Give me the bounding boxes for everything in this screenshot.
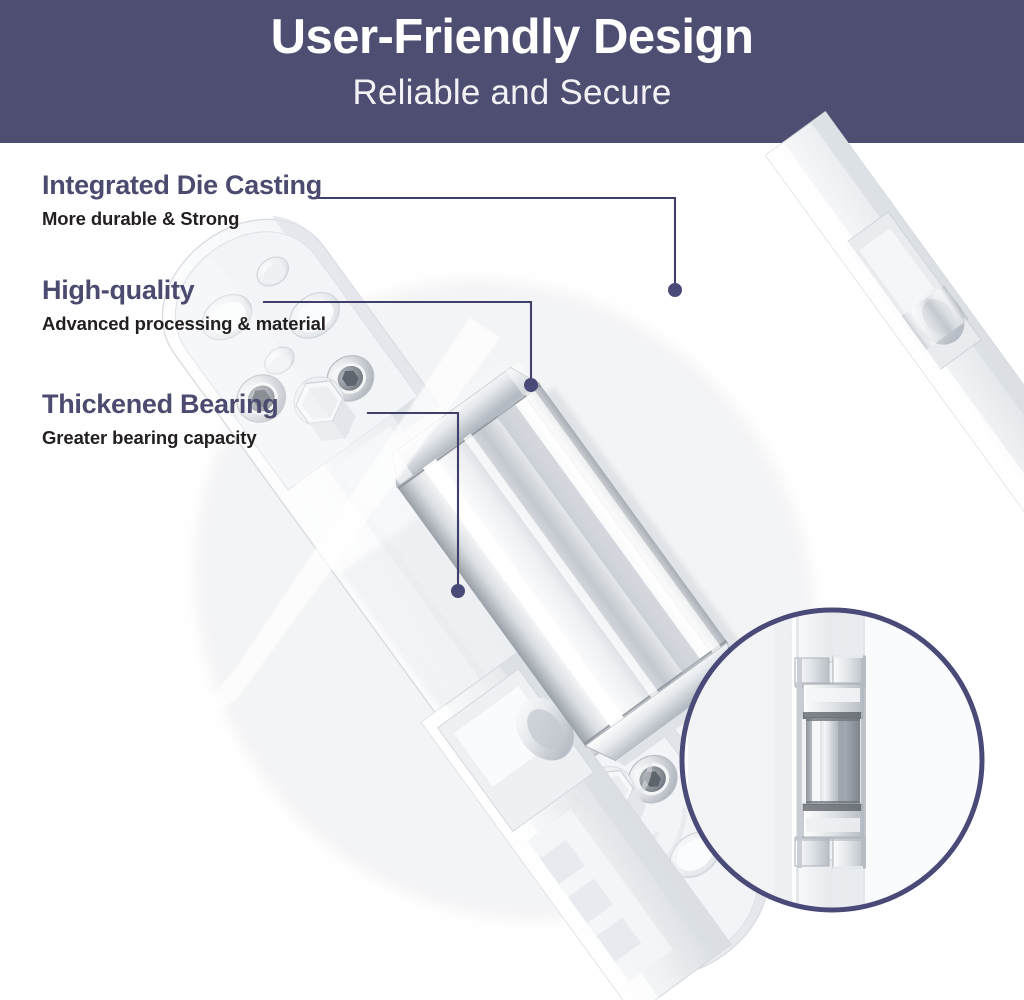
feature-callout-integrated-die-casting: Integrated Die Casting More durable & St… bbox=[42, 172, 322, 229]
feature-description: More durable & Strong bbox=[42, 208, 240, 229]
leader-dot-thickened-bearing bbox=[451, 584, 465, 598]
feature-callout-thickened-bearing: Thickened Bearing Greater bearing capaci… bbox=[42, 389, 279, 448]
inset-upper-collar bbox=[802, 683, 864, 719]
feature-description: Greater bearing capacity bbox=[42, 427, 257, 448]
body-highlight bbox=[186, 318, 500, 726]
frame-leaf bbox=[764, 110, 1024, 512]
leader-dot-high-quality bbox=[524, 378, 538, 392]
feature-title: Thickened Bearing bbox=[42, 389, 279, 419]
page-title: User-Friendly Design bbox=[270, 10, 754, 64]
leader-line-integrated-die-casting bbox=[310, 196, 682, 297]
inset-lower-bracket bbox=[794, 836, 866, 869]
page-subtitle: Reliable and Secure bbox=[352, 73, 672, 112]
leader-line-high-quality bbox=[262, 300, 538, 392]
inset-lower-collar bbox=[802, 803, 864, 839]
feature-title: High-quality bbox=[42, 275, 195, 305]
upper-mounting-plate bbox=[174, 231, 419, 491]
hex-socket-screws-upper bbox=[236, 355, 375, 442]
feature-description: Advanced processing & material bbox=[42, 313, 326, 334]
feature-title: Integrated Die Casting bbox=[42, 170, 322, 200]
leader-dot-integrated-die-casting bbox=[668, 283, 682, 297]
pivot-arm bbox=[420, 650, 733, 1000]
feature-callout-high-quality: High-quality Advanced processing & mater… bbox=[42, 277, 326, 334]
leader-line-thickened-bearing bbox=[366, 411, 465, 598]
inset-border-ring bbox=[679, 607, 985, 913]
header-banner: User-Friendly Design Reliable and Secure bbox=[0, 0, 1024, 143]
central-bearing-barrel bbox=[382, 361, 743, 767]
oval-screw-holes bbox=[201, 256, 340, 375]
inset-bearing-barrel bbox=[806, 718, 860, 804]
